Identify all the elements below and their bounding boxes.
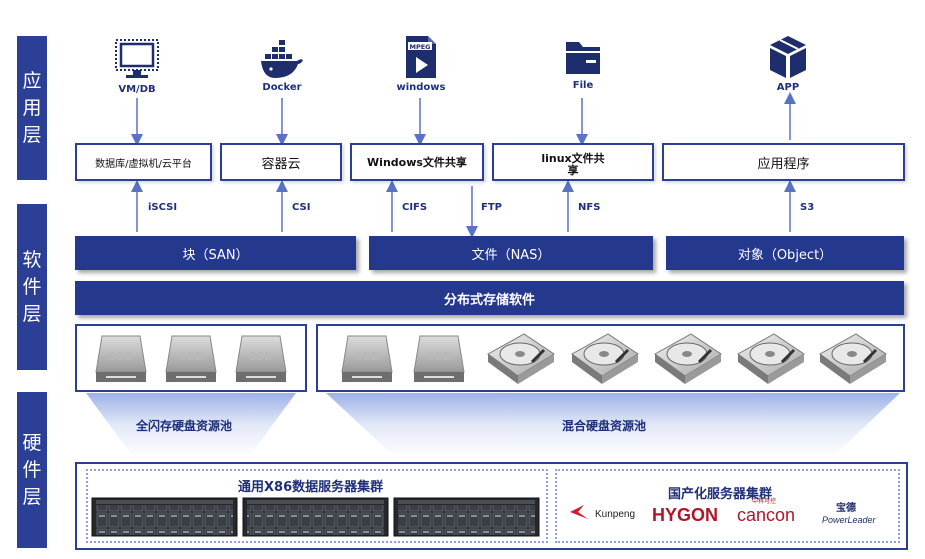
- vm-db-node: VM/DB: [92, 38, 182, 95]
- rack-server-icon: [91, 497, 238, 537]
- funnel-hybrid: [326, 393, 900, 458]
- funnel-all-flash: [86, 393, 296, 458]
- pool-label-hybrid: 混合硬盘资源池: [562, 419, 647, 433]
- layer-label-software: 软 件 层: [17, 204, 47, 370]
- hdd-icon: [487, 333, 555, 384]
- app-box-db-vm-cloud: 数据库/虚拟机/云平台: [75, 143, 212, 181]
- windows-label: windows: [396, 82, 446, 93]
- hdd-drives: [487, 333, 887, 384]
- file-node: File: [538, 36, 628, 91]
- ssd-icon: SSD: [235, 335, 287, 382]
- hdd-icon: [654, 333, 722, 384]
- app-cube-icon: [770, 36, 806, 78]
- protocol-iscsi: iSCSI: [148, 202, 178, 213]
- x86-cluster-frame: [86, 469, 548, 543]
- svg-text:SSD: SSD: [249, 350, 273, 363]
- ssd-drives: SSD SSD SSD SSD SSD: [95, 335, 465, 382]
- kunpeng-logo: Kunpeng: [570, 505, 635, 520]
- docker-label: Docker: [262, 82, 302, 93]
- file-label: File: [572, 80, 594, 91]
- app-box-application: 应用程序: [662, 143, 905, 181]
- ssd-icon: SSD: [413, 335, 465, 382]
- ssd-icon: SSD: [341, 335, 393, 382]
- x86-cluster-title: 通用X86数据服务器集群: [238, 480, 384, 495]
- hdd-icon: [819, 333, 887, 384]
- cancon-sub: 中科可控: [752, 497, 776, 505]
- rack-server-icon: [242, 497, 389, 537]
- vm-db-label: VM/DB: [118, 84, 156, 95]
- domestic-cluster-title: 国产化服务器集群: [668, 487, 773, 502]
- ssd-icon: SSD: [165, 335, 217, 382]
- hdd-icon: [571, 333, 639, 384]
- cancon-logo: cancon: [737, 505, 795, 525]
- docker-whale-icon: [261, 40, 303, 78]
- docker-node: Docker: [237, 38, 327, 93]
- app-box-container-cloud: 容器云: [220, 143, 342, 181]
- app-box-windows-share: Windows文件共享: [350, 143, 484, 181]
- bar-file-nas: 文件（NAS）: [369, 236, 653, 270]
- svg-text:SSD: SSD: [427, 350, 451, 363]
- app-box-linux-share: linux文件共 享: [492, 143, 654, 181]
- bar-block-san: 块（SAN）: [75, 236, 356, 270]
- hdd-icon: [737, 333, 805, 384]
- folder-icon: [566, 42, 600, 74]
- bar-object: 对象（Object）: [666, 236, 904, 270]
- layer-label-hardware: 硬 件 层: [17, 392, 47, 548]
- protocol-csi: CSI: [292, 202, 311, 213]
- pool-label-all-flash: 全闪存硬盘资源池: [136, 419, 233, 433]
- svg-text:宝德: 宝德: [836, 501, 856, 514]
- domestic-cluster-frame: [555, 469, 900, 543]
- windows-node: MPEG windows: [376, 34, 466, 93]
- bar-distributed-storage: 分布式存储软件: [75, 281, 904, 315]
- mpeg-file-icon: MPEG: [406, 36, 436, 78]
- svg-text:SSD: SSD: [109, 350, 133, 363]
- protocol-cifs: CIFS: [402, 202, 428, 213]
- ssd-icon: SSD: [95, 335, 147, 382]
- rack-server-icon: [393, 497, 540, 537]
- protocol-ftp: FTP: [481, 202, 502, 213]
- layer-label-app: 应 用 层: [17, 36, 47, 180]
- svg-text:PowerLeader: PowerLeader: [822, 515, 877, 525]
- svg-text:SSD: SSD: [355, 350, 379, 363]
- hygon-logo: HYGON: [652, 505, 718, 525]
- svg-text:SSD: SSD: [179, 350, 203, 363]
- app-node: APP: [743, 34, 833, 93]
- svg-text:Kunpeng: Kunpeng: [595, 509, 635, 520]
- app-label: APP: [776, 82, 800, 93]
- protocol-nfs: NFS: [578, 202, 601, 213]
- svg-text:MPEG: MPEG: [409, 43, 430, 51]
- protocol-s3: S3: [800, 202, 815, 213]
- monitor-icon: [115, 39, 159, 78]
- powerleader-logo: 宝德 PowerLeader: [822, 501, 877, 525]
